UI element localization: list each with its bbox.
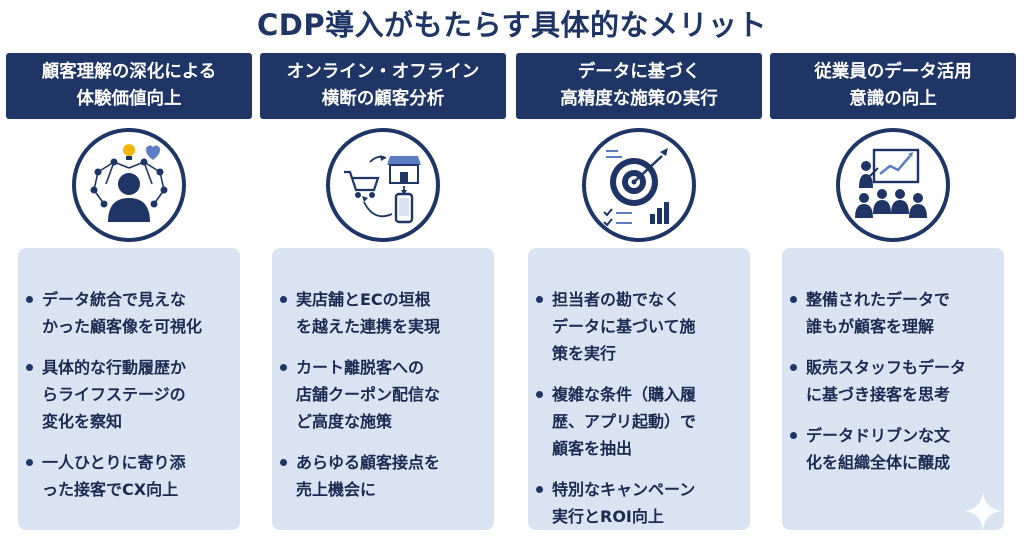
benefit-card: 担当者の勘でなく データに基づいて施 策を実行 複雑な条件（購入履 歴、アプリ起… [528, 248, 750, 530]
bullet-icon [536, 486, 543, 493]
benefit-column-omnichannel-analysis: オンライン・オフライン 横断の顧客分析 [260, 53, 506, 543]
header-line: 顧客理解の深化による [41, 62, 217, 82]
person-network-icon [72, 128, 186, 242]
list-item: データドリブンな文 化を組織全体に醸成 [790, 422, 1000, 476]
sparkle-icon [964, 492, 1002, 530]
column-header: 従業員のデータ活用 意識の向上 [770, 53, 1016, 119]
bullet-icon [790, 364, 797, 371]
benefit-card: 整備されたデータで 誰もが顧客を理解 販売スタッフもデータ に基づき接客を思考 … [782, 248, 1004, 530]
header-line: 意識の向上 [849, 89, 937, 109]
header-line: 従業員のデータ活用 [814, 62, 972, 82]
list-item: カート離脱客への 店舗クーポン配信な ど高度な施策 [280, 354, 490, 435]
header-line: データに基づく [577, 62, 701, 82]
benefit-column-data-driven-actions: データに基づく 高精度な施策の実行 担当者の勘でなく [516, 53, 762, 543]
target-chart-icon [582, 128, 696, 242]
bullet-icon [790, 296, 797, 303]
bullet-icon [280, 459, 287, 466]
header-line: 高精度な施策の実行 [560, 89, 718, 109]
list-item: 担当者の勘でなく データに基づいて施 策を実行 [536, 286, 746, 367]
header-line: 体験価値向上 [76, 89, 182, 109]
list-item: 複雑な条件（購入履 歴、アプリ起動）で 顧客を抽出 [536, 381, 746, 462]
list-item: 整備されたデータで 誰もが顧客を理解 [790, 286, 1000, 340]
column-header: データに基づく 高精度な施策の実行 [516, 53, 762, 119]
column-header: 顧客理解の深化による 体験価値向上 [6, 53, 252, 119]
column-header: オンライン・オフライン 横断の顧客分析 [260, 53, 506, 119]
list-item: データ統合で見えな かった顧客像を可視化 [26, 286, 236, 340]
bullet-icon [26, 364, 33, 371]
page-title: CDP導入がもたらす具体的なメリット [256, 8, 768, 42]
benefit-column-customer-understanding: 顧客理解の深化による 体験価値向上 [6, 53, 252, 543]
list-item: 実店舗とECの垣根 を越えた連携を実現 [280, 286, 490, 340]
list-item: あらゆる顧客接点を 売上機会に [280, 449, 490, 503]
benefit-card: データ統合で見えな かった顧客像を可視化 具体的な行動履歴か らライフステージの… [18, 248, 240, 530]
bullet-icon [536, 296, 543, 303]
list-item: 具体的な行動履歴か らライフステージの 変化を察知 [26, 354, 236, 435]
header-line: 横断の顧客分析 [321, 89, 445, 109]
bullet-icon [790, 432, 797, 439]
list-item: 特別なキャンペーン 実行とROI向上 [536, 476, 746, 530]
bullet-icon [536, 391, 543, 398]
benefit-card: 実店舗とECの垣根 を越えた連携を実現 カート離脱客への 店舗クーポン配信な ど… [272, 248, 494, 530]
omnichannel-cycle-icon [326, 128, 440, 242]
benefit-column-employee-data-literacy: 従業員のデータ活用 意識の向上 整備されたデータで 誰もが顧客を理解 [770, 53, 1016, 543]
bullet-icon [280, 364, 287, 371]
bullet-icon [26, 296, 33, 303]
list-item: 販売スタッフもデータ に基づき接客を思考 [790, 354, 1000, 408]
bullet-icon [280, 296, 287, 303]
header-line: オンライン・オフライン [286, 62, 480, 82]
bullet-icon [26, 459, 33, 466]
team-presentation-icon [836, 128, 950, 242]
list-item: 一人ひとりに寄り添 った接客でCX向上 [26, 449, 236, 503]
